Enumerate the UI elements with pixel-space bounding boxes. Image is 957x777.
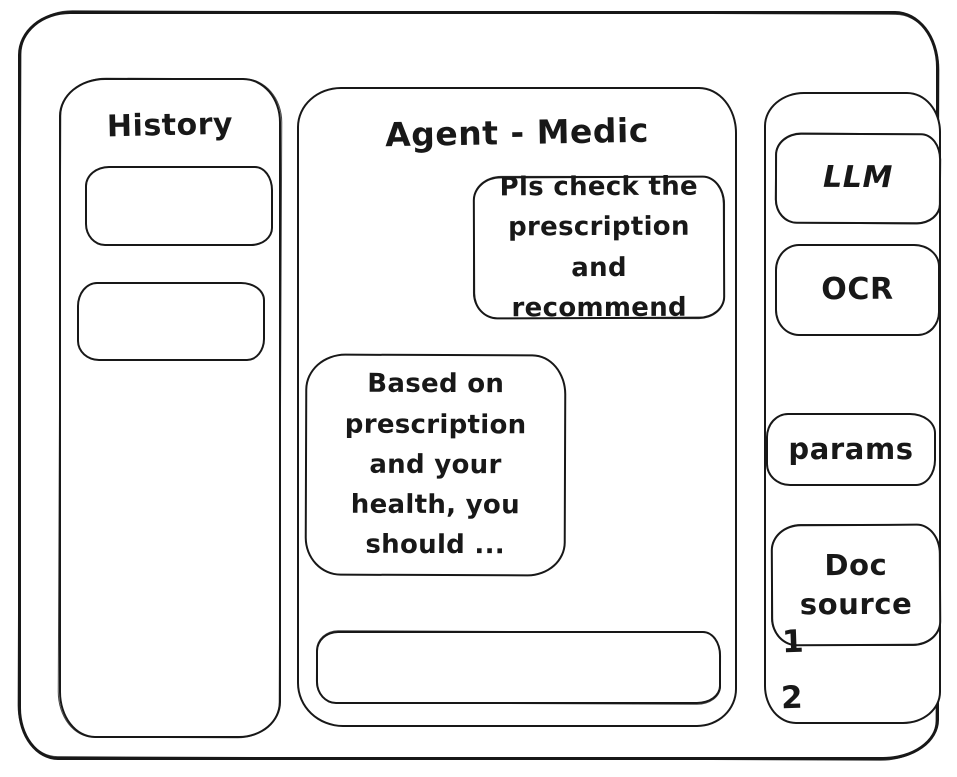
doc-source-item-2[interactable]: 2 xyxy=(780,679,804,717)
chat-input[interactable] xyxy=(328,637,713,698)
llm-button[interactable]: LLM xyxy=(774,132,942,225)
chat-message-user: Pls check the prescription and recommend xyxy=(472,172,726,323)
chat-input-bar xyxy=(316,631,721,704)
params-button[interactable]: params xyxy=(766,413,936,486)
chat-panel-title: Agent - Medic xyxy=(384,110,650,155)
chat-panel: Agent - Medic Pls check the prescription… xyxy=(297,87,737,727)
ocr-button[interactable]: OCR xyxy=(775,244,940,336)
history-item[interactable] xyxy=(77,282,265,361)
history-panel: History xyxy=(59,78,281,738)
tools-panel: LLM OCR params Doc source 1 2 xyxy=(764,92,942,724)
history-panel-title: History xyxy=(106,106,234,145)
app-window-frame: History Agent - Medic Pls check the pres… xyxy=(18,11,942,760)
doc-source-item-1[interactable]: 1 xyxy=(781,623,805,661)
chat-message-assistant: Based on prescription and your health, y… xyxy=(304,353,567,577)
history-item[interactable] xyxy=(85,166,273,246)
